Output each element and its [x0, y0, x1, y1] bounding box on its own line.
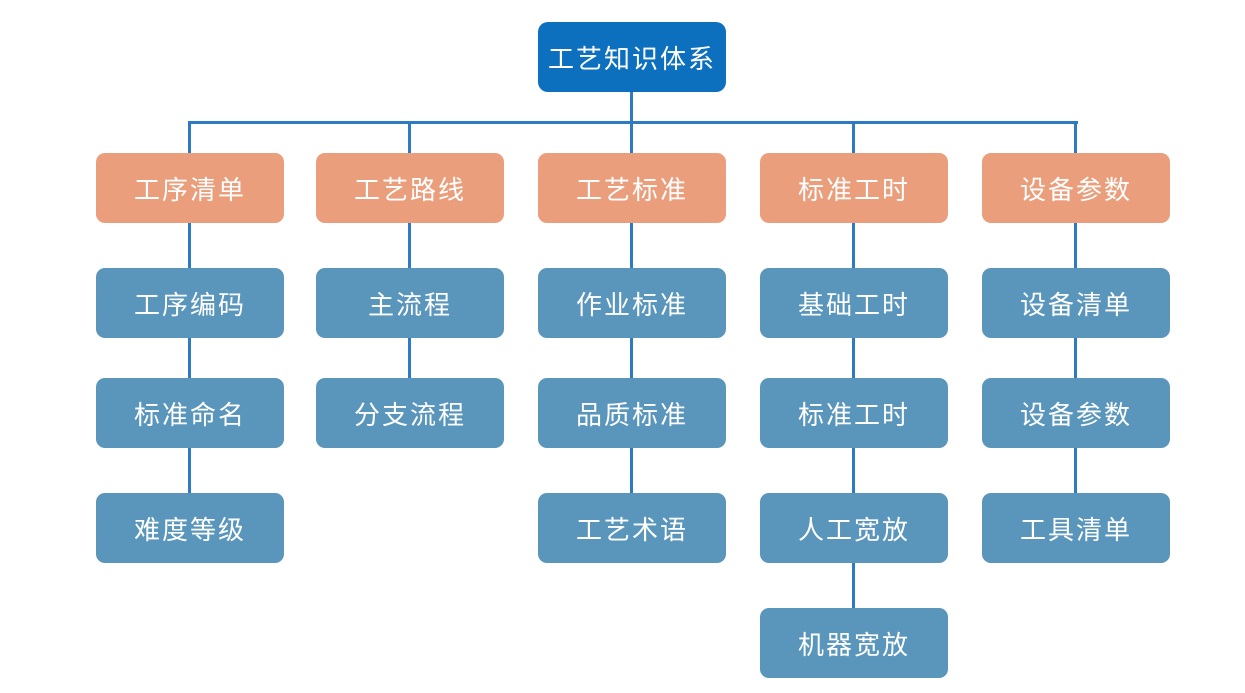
node-process-standard: 工艺标准 — [538, 153, 726, 223]
node-equipment-parameters: 设备参数 — [982, 153, 1170, 223]
node-operation-standard: 作业标准 — [538, 268, 726, 338]
connector-column-2 — [408, 121, 411, 385]
node-labor-allowance: 人工宽放 — [760, 493, 948, 563]
connector-horizontal-bar — [189, 121, 1078, 124]
node-quality-standard: 品质标准 — [538, 378, 726, 448]
node-main-flow: 主流程 — [316, 268, 504, 338]
node-equipment-list: 设备清单 — [982, 268, 1170, 338]
node-standard-work-hours: 标准工时 — [760, 153, 948, 223]
node-process-terminology: 工艺术语 — [538, 493, 726, 563]
node-process-code: 工序编码 — [96, 268, 284, 338]
node-tool-list: 工具清单 — [982, 493, 1170, 563]
node-standard-naming: 标准命名 — [96, 378, 284, 448]
node-difficulty-level: 难度等级 — [96, 493, 284, 563]
connector-column-4 — [852, 121, 855, 615]
node-standard-work-hours-child: 标准工时 — [760, 378, 948, 448]
node-process-list: 工序清单 — [96, 153, 284, 223]
node-machine-allowance: 机器宽放 — [760, 608, 948, 678]
node-process-route: 工艺路线 — [316, 153, 504, 223]
connector-root-stem — [630, 92, 633, 122]
node-process-knowledge-system: 工艺知识体系 — [538, 22, 726, 92]
node-basic-work-hours: 基础工时 — [760, 268, 948, 338]
node-equipment-parameters-child: 设备参数 — [982, 378, 1170, 448]
node-branch-flow: 分支流程 — [316, 378, 504, 448]
